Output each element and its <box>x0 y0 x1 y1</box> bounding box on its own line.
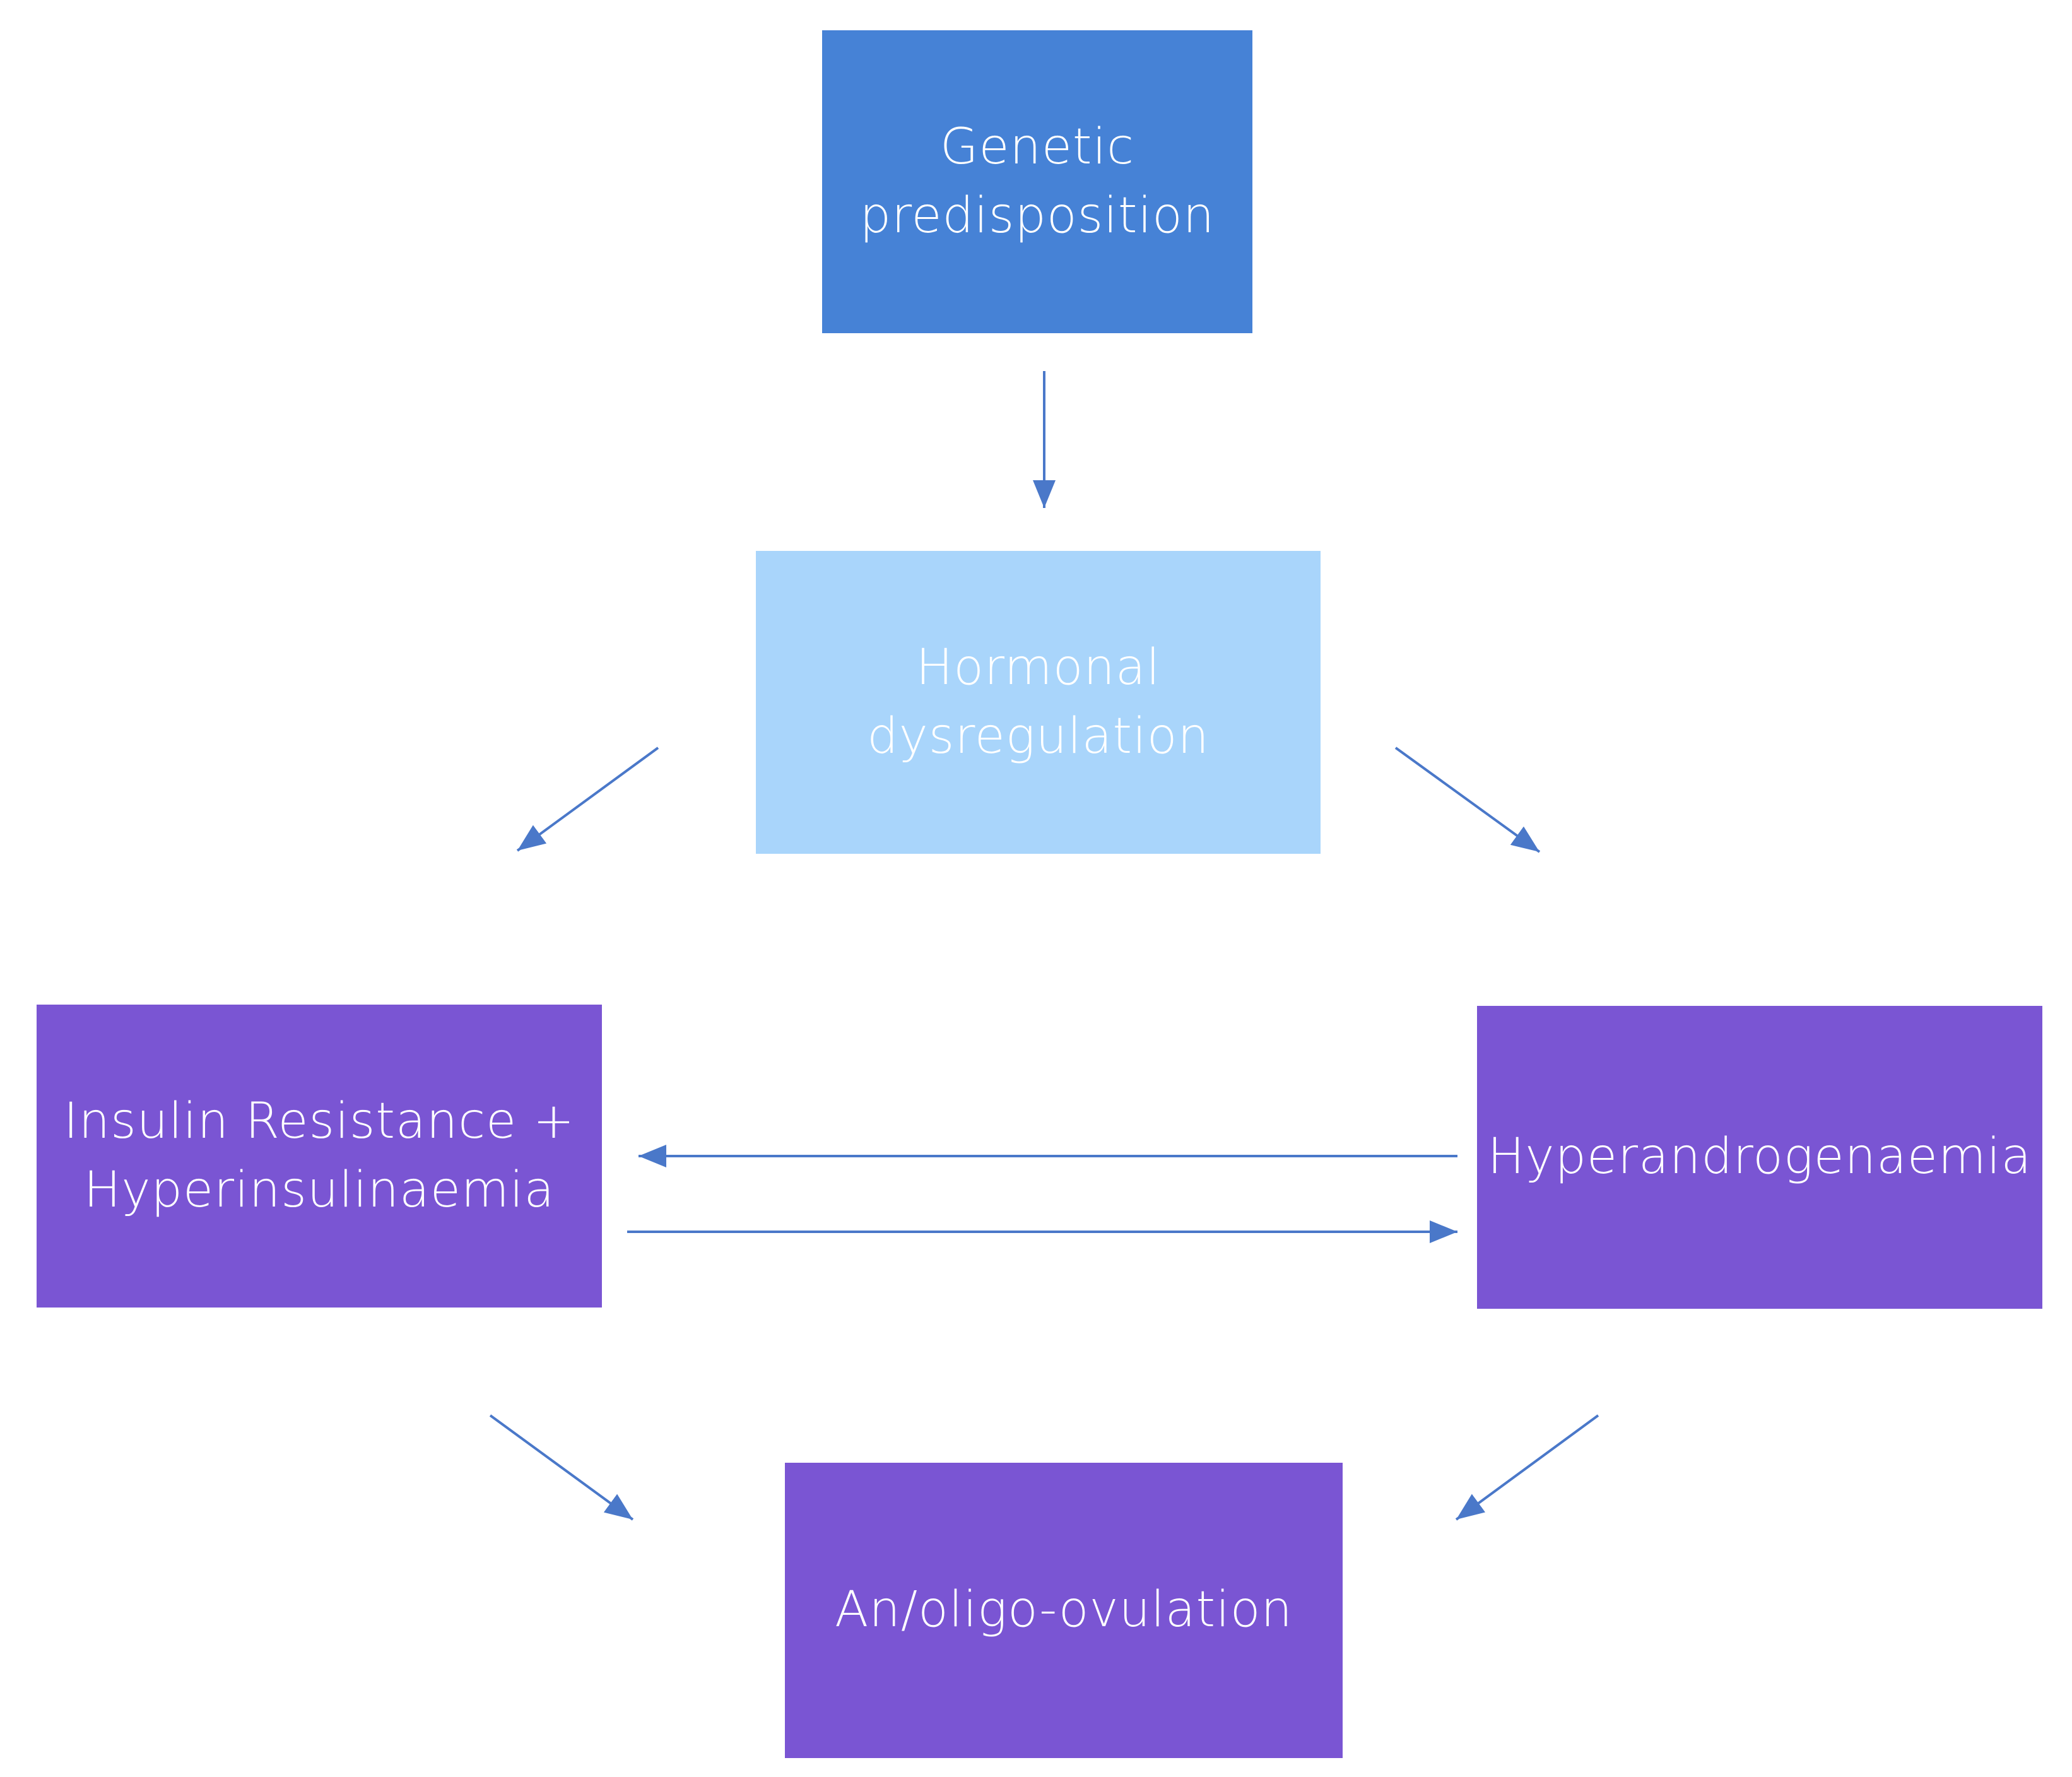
insulin-resistance-box: Insulin Resistance + Hyperinsulinaemia <box>37 1005 602 1308</box>
insulin-resistance-label-line1: Insulin Resistance + <box>63 1092 575 1150</box>
insulin-resistance-label: Insulin Resistance + Hyperinsulinaemia <box>64 1087 575 1225</box>
genetic-predisposition-label: Genetic predisposition <box>859 118 1215 244</box>
hyperandrogenaemia-box: Hyperandrogenaemia <box>1477 1006 2042 1309</box>
genetic-predisposition-box: Genetic predisposition <box>822 30 1252 333</box>
hormonal-dysregulation-label: Hormonal dysregulation <box>867 639 1210 765</box>
anovulation-label: An/oligo-ovulation <box>835 1581 1293 1639</box>
hyperandrogenaemia-label: Hyperandrogenaemia <box>1487 1128 2032 1186</box>
arrow-insulin-to-anovulation <box>489 1414 634 1521</box>
anovulation-box: An/oligo-ovulation <box>785 1463 1343 1758</box>
insulin-resistance-label-line2: Hyperinsulinaemia <box>83 1162 555 1219</box>
hormonal-dysregulation-box: Hormonal dysregulation <box>756 551 1321 854</box>
arrow-hyperandrogenaemia-to-anovulation <box>1455 1414 1599 1521</box>
arrow-hormonal-to-hyperandrogenaemia <box>1394 747 1541 853</box>
arrow-hormonal-to-insulin <box>516 747 659 852</box>
